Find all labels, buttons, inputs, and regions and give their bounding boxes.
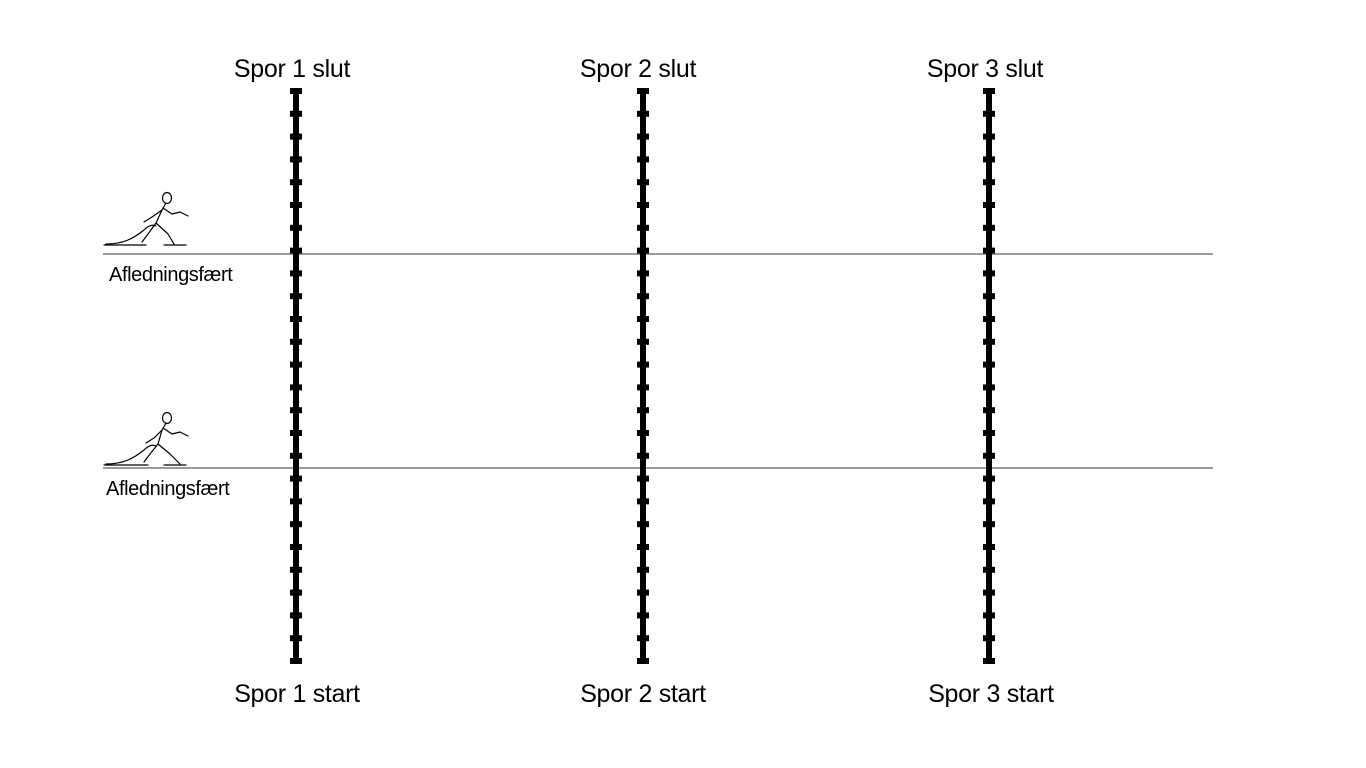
diversion-label-1: Afledningsfært: [109, 264, 233, 286]
track-1-tick: [290, 156, 302, 163]
track-2-tick: [637, 407, 649, 414]
track-1-tick: [290, 179, 302, 186]
track-1-tick: [290, 589, 302, 596]
track-3-tick: [983, 361, 995, 368]
track-2-tick: [637, 430, 649, 436]
track-3-tick: [983, 88, 995, 94]
track-2-tick: [637, 635, 649, 642]
track-1-tick: [290, 202, 302, 208]
track-1-tick: [290, 612, 302, 619]
track-3-tick: [983, 316, 995, 322]
track-1-tick: [290, 338, 302, 345]
track-2-tick: [637, 247, 649, 254]
track-1-start-label: Spor 1 start: [234, 680, 360, 708]
track-3-tick: [983, 658, 995, 664]
track-1-tick: [290, 316, 302, 322]
track-3-tick: [983, 270, 995, 277]
skier-icon: [103, 191, 189, 246]
track-2-tick: [637, 452, 649, 459]
track-2-tick: [637, 202, 649, 208]
track-3-tick: [983, 498, 995, 505]
track-1-tick: [290, 430, 302, 436]
track-3-tick: [983, 247, 995, 254]
track-3-tick: [983, 110, 995, 117]
track-1-tick: [290, 407, 302, 414]
track-2-tick: [637, 133, 649, 140]
track-2-tick: [637, 88, 649, 94]
track-2-tick: [637, 224, 649, 231]
track-2-tick: [637, 589, 649, 596]
track-3-tick: [983, 202, 995, 208]
track-3-tick: [983, 156, 995, 163]
track-2-tick: [637, 338, 649, 345]
track-3-start-label: Spor 3 start: [928, 680, 1054, 708]
track-3-tick: [983, 293, 995, 300]
track-3-tick: [983, 407, 995, 414]
track-1-line: [290, 88, 302, 664]
track-2-tick: [637, 179, 649, 186]
track-2-end-label: Spor 2 slut: [579, 55, 697, 83]
track-3-tick: [983, 338, 995, 345]
track-1-tick: [290, 521, 302, 528]
track-3-tick: [983, 475, 995, 482]
track-1-tick: [290, 293, 302, 300]
track-2-tick: [637, 566, 649, 573]
track-1-tick: [290, 475, 302, 482]
track-3-end-label: Spor 3 slut: [926, 55, 1044, 83]
track-2-tick: [637, 293, 649, 300]
track-1-tick: [290, 247, 302, 254]
track-1-tick: [290, 270, 302, 277]
track-1-tick: [290, 88, 302, 94]
track-2-tick: [637, 498, 649, 505]
track-1-tick: [290, 224, 302, 231]
track-3-tick: [983, 224, 995, 231]
track-2-tick: [637, 156, 649, 163]
track-3-line: [983, 88, 995, 664]
track-2-tick: [637, 361, 649, 368]
track-3-tick: [983, 430, 995, 436]
track-1-tick: [290, 110, 302, 117]
track-3-tick: [983, 452, 995, 459]
track-2-start-label: Spor 2 start: [580, 680, 706, 708]
track-2-tick: [637, 658, 649, 664]
track-3-tick: [983, 521, 995, 528]
track-3-tick: [983, 635, 995, 642]
track-3-tick: [983, 566, 995, 573]
track-2-tick: [637, 475, 649, 482]
track-1-tick: [290, 133, 302, 140]
track-2-tick: [637, 521, 649, 528]
track-3-tick: [983, 612, 995, 619]
track-3-tick: [983, 179, 995, 186]
track-1-tick: [290, 361, 302, 368]
track-2-tick: [637, 316, 649, 322]
skier-icon: [103, 411, 189, 466]
track-3-tick: [983, 384, 995, 391]
track-1-tick: [290, 544, 302, 550]
track-1-tick: [290, 384, 302, 391]
track-2-line: [637, 88, 649, 664]
track-3-tick: [983, 589, 995, 596]
track-2-tick: [637, 270, 649, 277]
track-2-tick: [637, 544, 649, 550]
track-1-end-label: Spor 1 slut: [233, 55, 351, 83]
track-2-tick: [637, 384, 649, 391]
track-2-tick: [637, 110, 649, 117]
track-1-tick: [290, 452, 302, 459]
track-1-tick: [290, 498, 302, 505]
track-3-tick: [983, 133, 995, 140]
track-1-tick: [290, 635, 302, 642]
track-1-tick: [290, 658, 302, 664]
diversion-label-2: Afledningsfært: [106, 478, 230, 500]
track-3-tick: [983, 544, 995, 550]
track-1-tick: [290, 566, 302, 573]
track-2-tick: [637, 612, 649, 619]
